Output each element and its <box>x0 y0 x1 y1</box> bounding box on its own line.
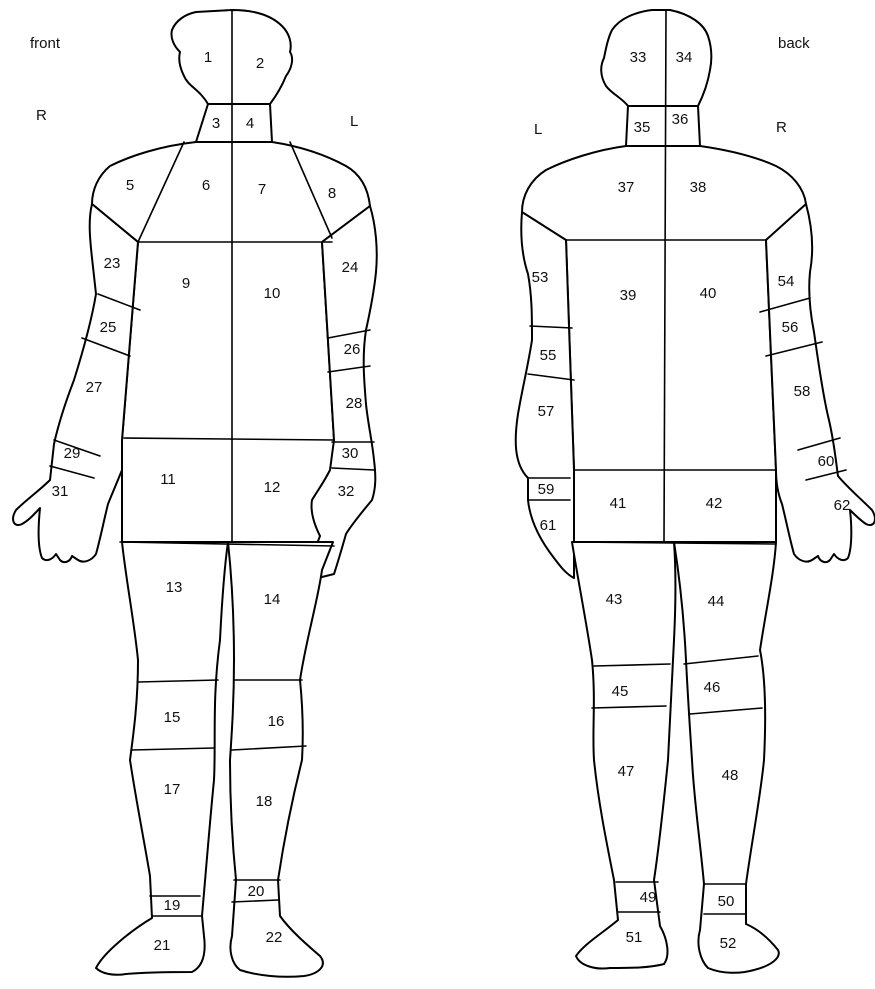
region-label: 38 <box>690 179 707 196</box>
region-label: 29 <box>64 445 81 462</box>
region-label: 35 <box>634 119 651 136</box>
region-label: 20 <box>248 883 265 900</box>
region-label: 33 <box>630 49 647 66</box>
region-label: 17 <box>164 781 181 798</box>
region-label: 45 <box>612 683 629 700</box>
region-label: 47 <box>618 763 635 780</box>
region-label: 15 <box>164 709 181 726</box>
region-label: 37 <box>618 179 635 196</box>
back-figure <box>516 10 875 973</box>
region-label: 28 <box>346 395 363 412</box>
region-label: 9 <box>182 275 190 292</box>
region-label: 57 <box>538 403 555 420</box>
region-label: 7 <box>258 181 266 198</box>
region-label: 36 <box>672 111 689 128</box>
region-label: 42 <box>706 495 723 512</box>
region-label: 12 <box>264 479 281 496</box>
back-side-left: L <box>534 121 542 138</box>
region-label: 31 <box>52 483 69 500</box>
region-label: 30 <box>342 445 359 462</box>
region-label: 10 <box>264 285 281 302</box>
back-side-right: R <box>776 119 787 136</box>
region-label: 40 <box>700 285 717 302</box>
front-right-leg-outline <box>96 542 228 975</box>
front-side-left: L <box>350 113 358 130</box>
region-label: 4 <box>246 115 254 132</box>
region-label: 60 <box>818 453 835 470</box>
region-label: 22 <box>266 929 283 946</box>
region-label: 5 <box>126 177 134 194</box>
front-neck-outline <box>196 104 272 142</box>
region-label: 14 <box>264 591 281 608</box>
region-label: 6 <box>202 177 210 194</box>
back-left-leg-outline <box>572 542 676 969</box>
region-label: 27 <box>86 379 103 396</box>
region-label: 23 <box>104 255 121 272</box>
region-label: 50 <box>718 893 735 910</box>
region-label: 24 <box>342 259 359 276</box>
region-label: 2 <box>256 55 264 72</box>
region-label: 18 <box>256 793 273 810</box>
region-label: 39 <box>620 287 637 304</box>
region-label: 19 <box>164 897 181 914</box>
region-label: 8 <box>328 185 336 202</box>
back-right-arm-outline <box>766 204 875 562</box>
back-head-outline <box>601 10 711 106</box>
region-label: 13 <box>166 579 183 596</box>
region-label: 59 <box>538 481 555 498</box>
region-label: 49 <box>640 889 657 906</box>
region-label: 62 <box>834 497 851 514</box>
region-label: 51 <box>626 929 643 946</box>
region-label: 53 <box>532 269 549 286</box>
region-label: 1 <box>204 49 212 66</box>
region-label: 43 <box>606 591 623 608</box>
back-title: back <box>778 35 810 52</box>
front-side-right: R <box>36 107 47 124</box>
region-label: 11 <box>160 471 176 488</box>
region-label: 52 <box>720 935 737 952</box>
region-label: 26 <box>344 341 361 358</box>
region-label: 32 <box>338 483 355 500</box>
region-label: 56 <box>782 319 799 336</box>
region-label: 44 <box>708 593 725 610</box>
region-label: 41 <box>610 495 627 512</box>
region-label: 46 <box>704 679 721 696</box>
region-label: 58 <box>794 383 811 400</box>
region-label: 54 <box>778 273 795 290</box>
region-label: 61 <box>540 517 557 534</box>
region-label: 34 <box>676 49 693 66</box>
front-left-leg-outline <box>228 542 333 977</box>
region-label: 3 <box>212 115 220 132</box>
front-title: front <box>30 35 61 52</box>
region-label: 21 <box>154 937 171 954</box>
region-label: 55 <box>540 347 557 364</box>
region-label: 25 <box>100 319 117 336</box>
region-label: 48 <box>722 767 739 784</box>
region-label: 16 <box>268 713 285 730</box>
